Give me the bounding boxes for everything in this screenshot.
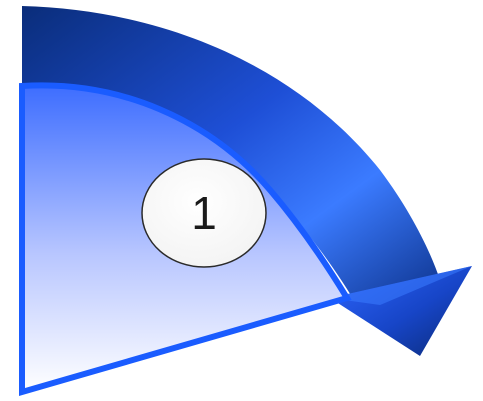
step-number-label: 1 — [191, 187, 217, 239]
step-badge: 1 — [142, 159, 266, 267]
